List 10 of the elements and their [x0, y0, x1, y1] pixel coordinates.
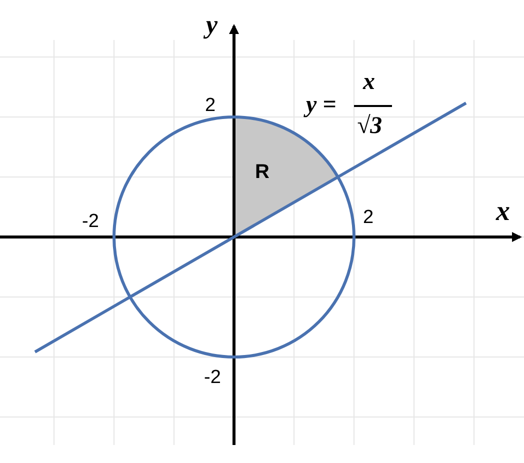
equation-text: y = — [306, 93, 336, 117]
axis-label: y — [206, 12, 218, 38]
region-label: R — [255, 162, 270, 182]
tick-label: 2 — [205, 96, 216, 115]
tick-label: -2 — [82, 212, 99, 231]
axis-label: x — [496, 198, 510, 226]
equation-text: √3 — [357, 114, 382, 138]
tick-label: 2 — [363, 208, 374, 227]
equation-text: x — [363, 70, 375, 94]
tick-label: -2 — [204, 368, 221, 387]
